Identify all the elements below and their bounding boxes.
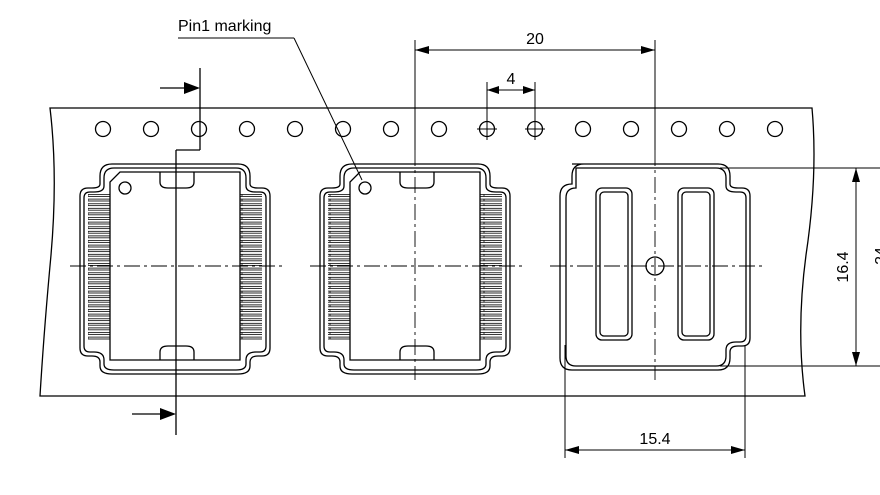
sprocket-hole [334, 120, 352, 138]
dim-20 [414, 40, 656, 150]
sprocket-hole [622, 120, 640, 138]
dim-20-label: 20 [526, 31, 544, 48]
pin1-marking-label: Pin1 marking [178, 18, 271, 35]
sprocket-hole [766, 120, 784, 138]
sprocket-hole [574, 120, 592, 138]
sprocket-hole [670, 120, 688, 138]
sprocket-hole [718, 120, 736, 138]
sprocket-hole [382, 120, 400, 138]
carrier-tape [39, 107, 815, 397]
sprocket-hole [142, 120, 160, 138]
dim-16-4 [720, 167, 880, 367]
center-lines [70, 150, 762, 380]
sprocket-hole [190, 120, 208, 138]
pin1-leader [178, 37, 363, 181]
sprocket-hole [94, 120, 112, 138]
section-line [132, 68, 201, 435]
sprocket-hole [286, 120, 304, 138]
dim-15-4-label: 15.4 [639, 431, 670, 448]
pocket-1 [79, 163, 271, 375]
pocket-3-empty [559, 163, 751, 371]
sprocket-hole [430, 120, 448, 138]
dim-4-label: 4 [507, 71, 516, 88]
pocket-2 [319, 163, 511, 375]
sprocket-hole [238, 120, 256, 138]
dim-24-label: 24 [873, 247, 880, 265]
sprocket-holes [94, 120, 784, 138]
dim-15-4 [564, 345, 746, 458]
dim-16-4-label: 16.4 [835, 251, 852, 282]
